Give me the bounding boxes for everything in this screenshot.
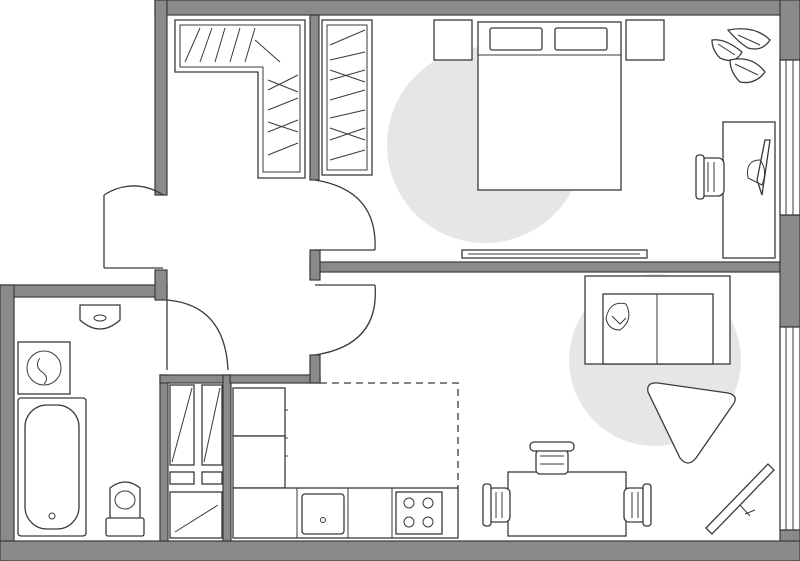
sofa xyxy=(584,275,731,365)
nightstand-left xyxy=(433,19,473,61)
washing-machine xyxy=(17,341,71,395)
wardrobe-corner xyxy=(174,19,306,179)
closet-shelves xyxy=(169,384,223,539)
bathtub xyxy=(17,397,87,537)
window-living xyxy=(779,326,800,531)
plant-bedroom xyxy=(711,28,771,84)
pillow-right xyxy=(554,27,608,51)
wall-hall-lower xyxy=(229,374,321,384)
washbasin xyxy=(79,304,121,330)
dining-table xyxy=(507,471,627,537)
dining-chair-top xyxy=(529,441,575,475)
wall-bedroom-partition xyxy=(309,261,781,273)
wall-top xyxy=(154,0,800,16)
wall-right-1 xyxy=(779,0,800,61)
wall-closet-top xyxy=(159,374,231,384)
coffee-table xyxy=(647,382,736,464)
doors xyxy=(103,179,376,371)
door-living xyxy=(314,284,376,356)
wall-upper-left xyxy=(154,0,168,196)
cooktop xyxy=(395,491,443,535)
wall-hall-stub-bottom xyxy=(309,354,321,384)
wardrobe-bedroom xyxy=(321,19,373,176)
wall-bath-top xyxy=(0,284,168,298)
toilet xyxy=(105,481,145,537)
wall-hall-stub-top xyxy=(309,249,321,281)
windows xyxy=(779,59,800,531)
kitchen-sink xyxy=(301,493,345,535)
desk xyxy=(722,121,776,259)
door-bedroom xyxy=(314,179,376,251)
bench xyxy=(461,249,648,259)
door-bathroom xyxy=(166,299,229,371)
wall-bath-divider xyxy=(159,374,169,542)
wall-bath-stub xyxy=(154,269,168,301)
bed xyxy=(477,21,622,191)
nightstand-right xyxy=(625,19,665,61)
wall-right-2 xyxy=(779,214,800,328)
tv-stand xyxy=(705,463,775,535)
window-bedroom xyxy=(779,59,800,216)
wall-closet-divider xyxy=(222,374,232,542)
kitchen-island-outline xyxy=(320,382,459,488)
wall-left xyxy=(0,284,15,561)
wall-wardrobe-divider xyxy=(309,14,320,181)
wall-bottom xyxy=(0,540,800,561)
dining-chair-left xyxy=(482,483,511,527)
door-entrance xyxy=(103,185,164,269)
dining-chair-right xyxy=(623,483,652,527)
pillow-left xyxy=(489,27,543,51)
desk-chair xyxy=(695,154,725,200)
